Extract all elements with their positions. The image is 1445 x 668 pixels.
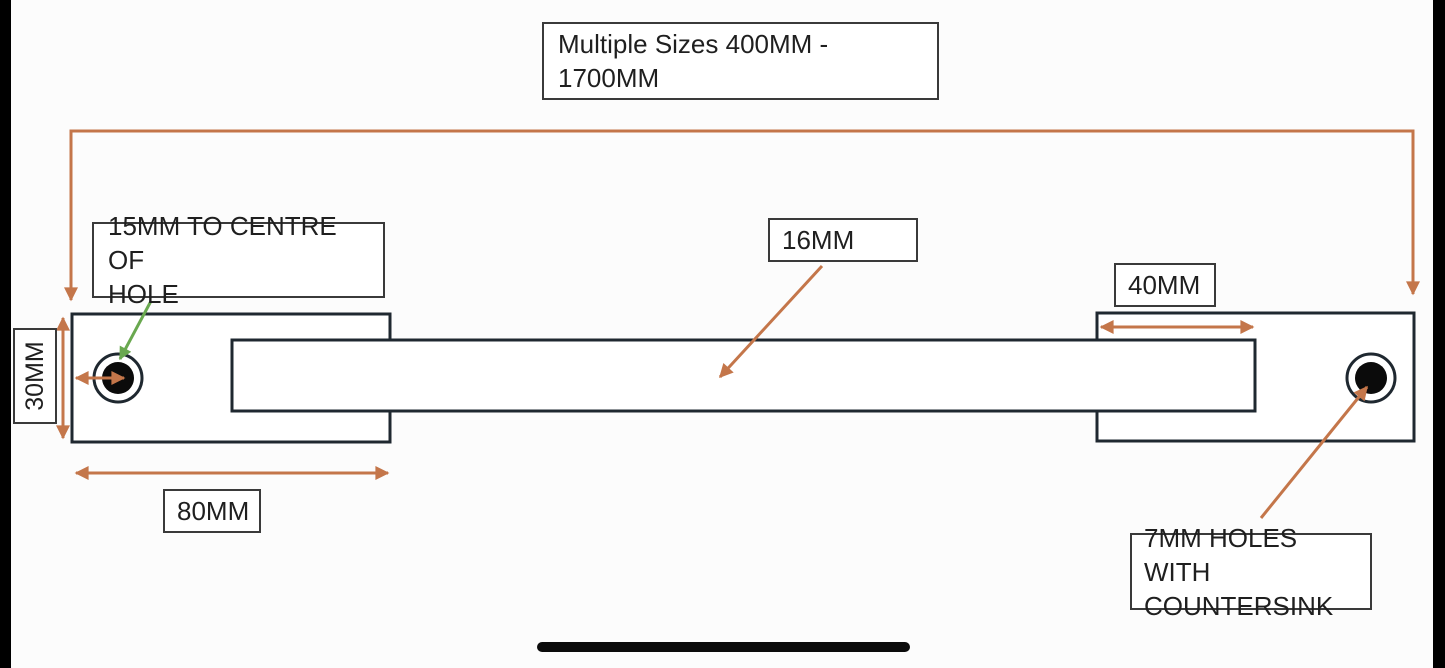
size-range-label: Multiple Sizes 400MM - 1700MM xyxy=(542,22,939,100)
right-letterbox-strip xyxy=(1433,0,1445,668)
plate-inset-text: 40MM xyxy=(1128,270,1201,300)
size-range-text: Multiple Sizes 400MM - 1700MM xyxy=(558,29,829,93)
bar-thickness-text: 16MM xyxy=(782,225,855,255)
plate-inset-label: 40MM xyxy=(1114,263,1216,307)
hole-offset-label: 15MM TO CENTRE OF HOLE xyxy=(92,211,385,309)
bar-thickness-pointer xyxy=(718,264,824,379)
hole-offset-text: 15MM TO CENTRE OF HOLE xyxy=(108,211,337,309)
hole-spec-label: 7MM HOLES WITH COUNTERSINK xyxy=(1130,523,1372,621)
right-hole xyxy=(1355,362,1387,394)
hole-spec-pointer xyxy=(1259,385,1369,519)
plate-height-label: 30MM xyxy=(13,328,57,424)
bar-thickness-label: 16MM xyxy=(768,218,918,262)
left-letterbox-strip xyxy=(0,0,11,668)
plate-height-text: 30MM xyxy=(21,341,49,411)
overall-length-dimension xyxy=(64,129,1420,302)
plate-length-label: 80MM xyxy=(163,489,261,533)
hole-centre-pointer-green xyxy=(118,300,153,361)
plate-length-text: 80MM xyxy=(177,496,250,526)
hole-spec-text: 7MM HOLES WITH COUNTERSINK xyxy=(1144,522,1334,621)
bottom-divider-bar xyxy=(537,642,910,652)
